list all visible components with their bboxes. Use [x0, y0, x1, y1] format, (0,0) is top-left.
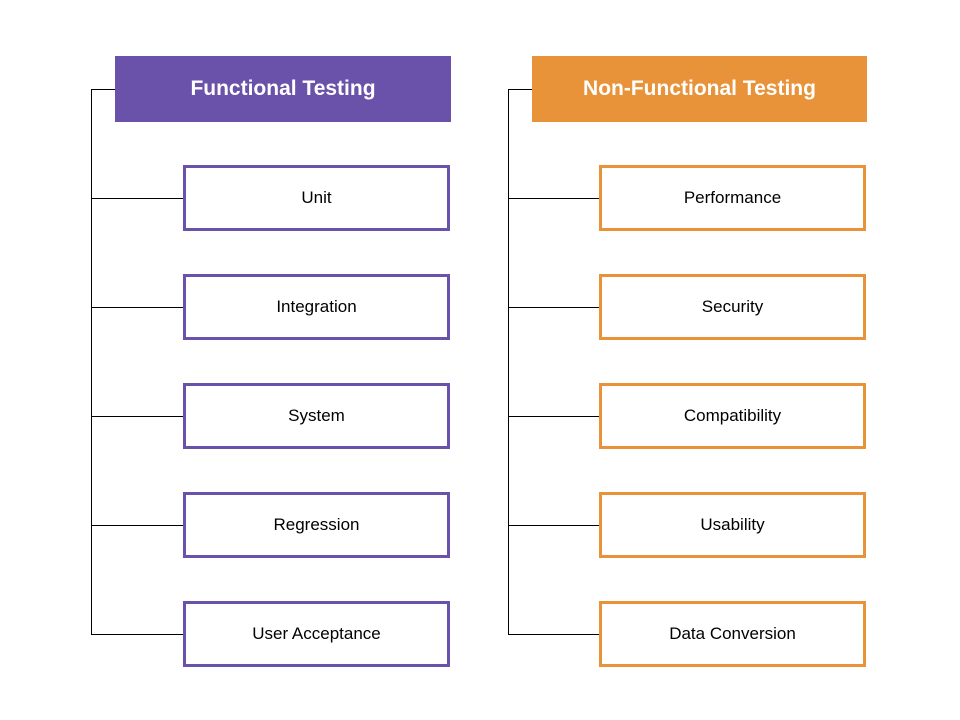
non-functional-connector-4 — [508, 525, 600, 526]
non-functional-connector-2 — [508, 307, 600, 308]
functional-testing-header: Functional Testing — [115, 56, 451, 122]
functional-testing-title: Functional Testing — [190, 77, 376, 100]
functional-item-system: System — [183, 383, 450, 449]
item-label: Security — [701, 297, 764, 316]
non-functional-connector-header — [508, 89, 533, 90]
non-functional-connector-5 — [508, 634, 600, 635]
non-functional-testing-header: Non-Functional Testing — [532, 56, 867, 122]
item-label: Performance — [683, 188, 782, 207]
item-label: Unit — [301, 188, 332, 207]
functional-connector-4 — [91, 525, 184, 526]
item-label: Usability — [700, 515, 765, 534]
functional-connector-3 — [91, 416, 184, 417]
item-label: User Acceptance — [252, 624, 381, 643]
item-label: Data Conversion — [669, 624, 796, 643]
item-label: Compatibility — [683, 406, 782, 425]
non-functional-connector-3 — [508, 416, 600, 417]
functional-item-integration: Integration — [183, 274, 450, 340]
non-functional-item-performance: Performance — [599, 165, 866, 231]
non-functional-item-usability: Usability — [599, 492, 866, 558]
functional-connector-spine — [91, 89, 92, 635]
non-functional-item-data-conversion: Data Conversion — [599, 601, 866, 667]
item-label: Regression — [273, 515, 360, 534]
functional-connector-1 — [91, 198, 184, 199]
functional-item-unit: Unit — [183, 165, 450, 231]
item-label: System — [288, 406, 345, 425]
functional-item-regression: Regression — [183, 492, 450, 558]
functional-connector-header — [91, 89, 116, 90]
non-functional-testing-title: Non-Functional Testing — [583, 77, 816, 100]
functional-connector-5 — [91, 634, 184, 635]
functional-item-user-acceptance: User Acceptance — [183, 601, 450, 667]
item-label: Integration — [276, 297, 357, 316]
functional-connector-2 — [91, 307, 184, 308]
non-functional-connector-spine — [508, 89, 509, 635]
non-functional-item-security: Security — [599, 274, 866, 340]
non-functional-item-compatibility: Compatibility — [599, 383, 866, 449]
non-functional-connector-1 — [508, 198, 600, 199]
